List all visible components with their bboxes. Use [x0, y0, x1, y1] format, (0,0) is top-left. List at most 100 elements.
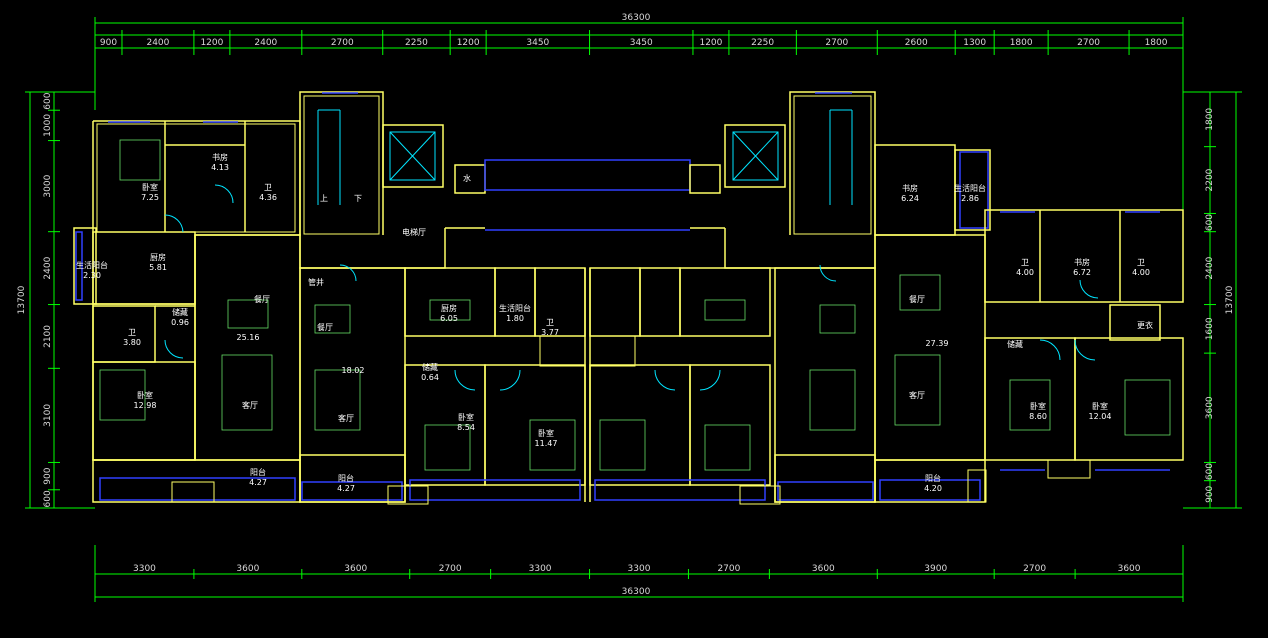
room-area: 25.16: [237, 333, 260, 342]
room-area: 4.20: [924, 484, 942, 493]
bottom-dimension-label: 3600: [344, 564, 367, 574]
room-area: 4.13: [211, 163, 229, 172]
right-dimension-label: 1600: [1205, 317, 1215, 340]
right-dimension-label: 900: [1205, 485, 1215, 502]
bottom-dimension-label: 3600: [1118, 564, 1141, 574]
left-dimension-label: 2100: [43, 325, 53, 348]
room-labels: 书房4.13卧室7.25卫4.36生活阳台2.30厨房5.81储藏0.96卫3.…: [76, 152, 1153, 493]
room-area: 6.24: [901, 194, 919, 203]
room-name: 卫: [128, 328, 136, 337]
left-dimension-label: 2400: [43, 256, 53, 279]
room-name: 卧室: [137, 390, 153, 400]
right-dimension-label: 3600: [1205, 396, 1215, 419]
left-dimension-label: 900: [43, 467, 53, 484]
room-area: 4.36: [259, 193, 277, 202]
bottom-dimension-label: 2700: [717, 564, 740, 574]
room-area: 12.04: [1089, 412, 1112, 421]
bottom-dimension-label: 2700: [1023, 564, 1046, 574]
top-dimension-label: 2250: [405, 38, 428, 48]
room-area: 6.05: [440, 314, 458, 323]
room-name: 书房: [1074, 257, 1090, 267]
top-dimension-label: 2700: [825, 38, 848, 48]
top-dimension-label: 3450: [630, 38, 653, 48]
room-area: 18.02: [342, 366, 365, 375]
room-area: 2.30: [83, 271, 101, 280]
top-dimension-label: 2250: [751, 38, 774, 48]
bottom-dimension-label: 3300: [133, 564, 156, 574]
top-dimension-label: 3450: [526, 38, 549, 48]
top-dimension-label: 1200: [200, 38, 223, 48]
center-core-walls: [299, 91, 876, 269]
bottom-dimension-label: 2700: [439, 564, 462, 574]
room-name: 书房: [212, 152, 228, 162]
right-total-dimension: 13700: [1225, 285, 1235, 314]
right-unit-walls: [874, 144, 1184, 503]
room-name: 上: [320, 194, 328, 203]
left-total-dimension: 13700: [17, 285, 27, 314]
room-name: 卫: [264, 183, 272, 192]
doors: [164, 184, 1099, 391]
top-dimension-label: 1200: [699, 38, 722, 48]
right-dimension-label: 600: [1205, 463, 1215, 480]
room-name: 餐厅: [254, 295, 270, 304]
room-name: 厨房: [441, 303, 457, 313]
right-dimension-label: 2400: [1205, 256, 1215, 279]
room-name: 卫: [1137, 258, 1145, 267]
bottom-overall-dimension: 36300: [622, 587, 651, 597]
room-name: 生活阳台: [954, 183, 986, 193]
top-dimension-label: 1300: [963, 38, 986, 48]
room-area: 4.27: [337, 484, 355, 493]
room-name: 更衣: [1137, 320, 1153, 330]
bottom-dimension-label: 3600: [812, 564, 835, 574]
room-name: 水: [463, 173, 471, 183]
room-area: 8.54: [457, 423, 475, 432]
room-area: 3.77: [541, 328, 559, 337]
top-dimension-label: 2400: [146, 38, 169, 48]
right-dimension-label: 600: [1205, 214, 1215, 231]
room-name: 卧室: [458, 412, 474, 422]
top-dimension-chain: 36300 900 2400 1200 2400 2700 2250 1200 3450 345…: [94, 13, 1184, 210]
middle-units-walls: [299, 267, 876, 505]
right-dimension-label: 1800: [1205, 108, 1215, 131]
top-dimension-label: 2600: [905, 38, 928, 48]
left-dimension-label: 3000: [43, 174, 53, 197]
room-area: 2.86: [961, 194, 979, 203]
room-name: 卫: [1021, 258, 1029, 267]
room-name: 餐厅: [909, 295, 925, 304]
room-name: 阳台: [338, 473, 354, 483]
room-name: 卫: [546, 318, 554, 327]
left-dimension-label: 600: [43, 92, 53, 109]
room-area: 8.60: [1029, 412, 1047, 421]
room-area: 6.72: [1073, 268, 1091, 277]
room-area: 0.64: [421, 373, 439, 382]
room-name: 生活阳台: [76, 260, 108, 270]
room-name: 书房: [902, 183, 918, 193]
room-name: 客厅: [909, 390, 925, 400]
furniture: [99, 139, 1171, 471]
room-area: 4.00: [1132, 268, 1150, 277]
right-dimension-chain: 13700 1800 2200 600 2400 1600 3600 600 900: [1183, 91, 1242, 509]
room-name: 卧室: [142, 182, 158, 192]
room-name: 阳台: [925, 473, 941, 483]
bottom-dimension-label: 3300: [628, 564, 651, 574]
room-area: 4.00: [1016, 268, 1034, 277]
room-name: 客厅: [242, 400, 258, 410]
top-overall-dimension: 36300: [622, 13, 651, 23]
room-name: 储藏: [1007, 339, 1023, 349]
top-dimension-label: 1200: [457, 38, 480, 48]
room-name: 餐厅: [317, 323, 333, 332]
top-dimension-label: 2400: [254, 38, 277, 48]
left-dimension-label: 1000: [43, 114, 53, 137]
right-dimension-label: 2200: [1205, 168, 1215, 191]
room-name: 储藏: [422, 362, 438, 372]
top-dimension-label: 2700: [331, 38, 354, 48]
room-name: 卧室: [1092, 401, 1108, 411]
room-area: 7.25: [141, 193, 159, 202]
room-name: 客厅: [338, 413, 354, 423]
room-name: 电梯厅: [402, 227, 426, 237]
room-name: 厨房: [150, 252, 166, 262]
top-dimension-label: 900: [100, 38, 117, 48]
